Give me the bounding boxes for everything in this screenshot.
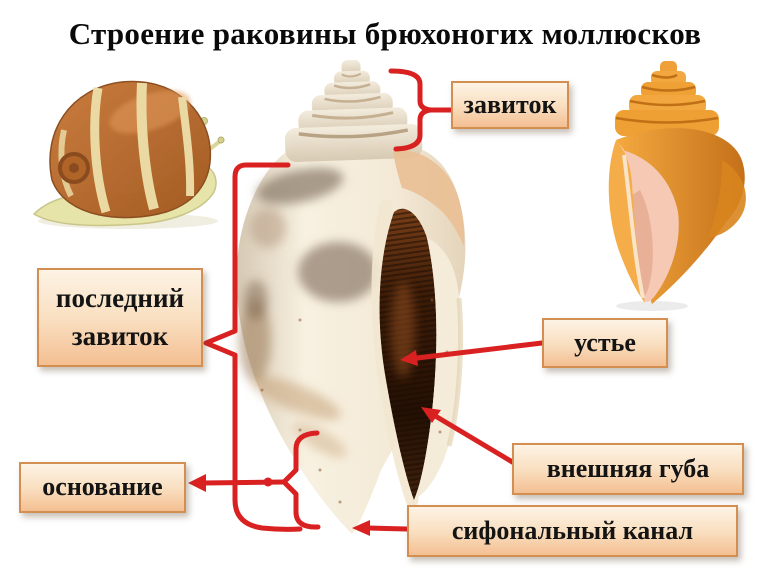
shell-aperture-glow xyxy=(391,282,415,378)
snail-shell-stripe xyxy=(90,87,111,214)
junction-dot xyxy=(263,477,273,487)
label-whorl-text: завиток xyxy=(463,89,557,119)
page-title: Строение раковины брюхоногих моллюсков xyxy=(68,16,702,51)
snail-tentacle-tip xyxy=(217,136,225,144)
conch-wing-fold xyxy=(708,160,746,238)
shell-columella-ridge xyxy=(371,199,419,507)
conch-aperture-shade xyxy=(632,190,653,297)
label-base-text: основание xyxy=(42,472,163,502)
label-aperture-text: устье xyxy=(574,327,636,357)
conch-lip-edge xyxy=(622,154,645,299)
siphonal-canal-arrow-line xyxy=(365,525,410,532)
conch-shadow xyxy=(616,301,688,311)
snail-shell-stripe xyxy=(178,96,195,197)
shell-inner-lip-tint xyxy=(393,149,465,246)
base-arrowhead-icon xyxy=(188,474,206,492)
outer-lip-arrowhead-icon xyxy=(421,407,441,423)
snail-shell-highlight xyxy=(109,90,191,134)
conch-illustration xyxy=(608,61,746,311)
shell-spire xyxy=(284,59,423,162)
aperture-arrow-line xyxy=(414,340,545,361)
shell-pattern-patches xyxy=(239,167,378,458)
label-outer-lip-text: внешняя губа xyxy=(546,453,710,483)
shell-lip-shade xyxy=(446,297,464,447)
label-last-whorl: последний завиток xyxy=(37,268,203,367)
label-base: основание xyxy=(19,462,186,513)
snail-illustration xyxy=(32,80,225,229)
snail-shell-whorl-center xyxy=(69,163,79,173)
shell-photo xyxy=(236,59,466,534)
siphonal-canal-arrowhead-icon xyxy=(352,520,370,536)
label-last-whorl-text: последний завиток xyxy=(55,282,185,351)
last-whorl-bracket xyxy=(203,162,303,532)
label-whorl: завиток xyxy=(451,81,569,129)
aperture-arrowhead-icon xyxy=(400,350,418,366)
snail-shell-stripe xyxy=(136,82,159,211)
conch-spire xyxy=(615,61,719,136)
label-siphonal-canal-text: сифональный канал xyxy=(451,515,694,545)
label-aperture: устье xyxy=(542,318,668,368)
label-siphonal-canal: сифональный канал xyxy=(407,505,738,557)
label-outer-lip: внешняя губа xyxy=(512,443,744,495)
shell-outer-lip xyxy=(414,238,461,500)
outer-lip-arrow-line xyxy=(434,414,517,466)
